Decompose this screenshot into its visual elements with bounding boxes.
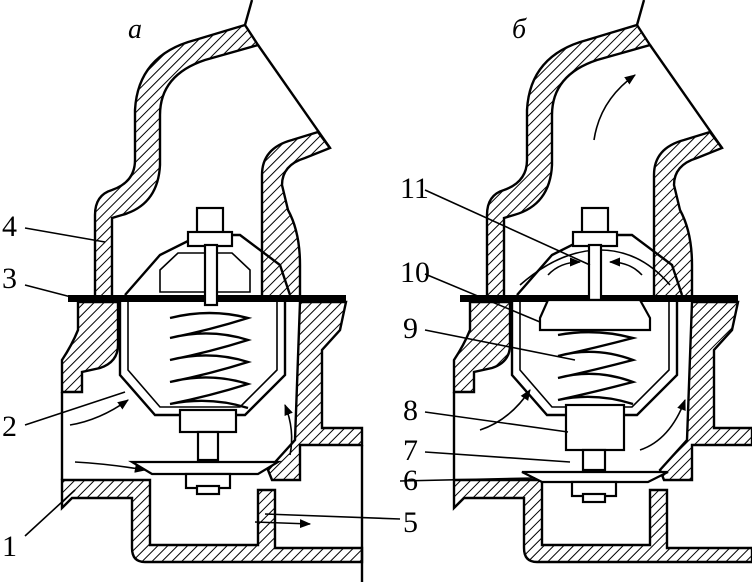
label-11: 11	[400, 172, 429, 205]
outlet-flange-left	[260, 130, 332, 302]
label-5: 5	[403, 506, 418, 539]
spring-left	[169, 311, 253, 410]
label-3: 3	[2, 262, 17, 295]
title-view-a: а	[128, 14, 142, 45]
flow-arrows-left	[69, 399, 312, 529]
bellows-left	[178, 408, 238, 434]
label-6: 6	[403, 464, 418, 497]
outlet-edge-right	[635, 0, 646, 26]
upper-housing-left	[93, 23, 260, 302]
label-10: 10	[400, 256, 430, 289]
spring-right	[557, 330, 638, 406]
outlet-flange-right	[652, 130, 724, 302]
view-b	[452, 0, 752, 564]
lower-housing-left	[60, 300, 120, 394]
label-4: 4	[2, 210, 17, 243]
bypass-valve-right	[521, 470, 669, 484]
label-8: 8	[403, 394, 418, 427]
label-9: 9	[403, 312, 418, 345]
flow-arrows-right	[479, 74, 686, 451]
lower-housing-right-right	[658, 300, 752, 482]
lower-housing-right-left	[266, 300, 364, 482]
outlet-edge2-right	[649, 44, 723, 149]
inlet-pipe-bottom-right	[452, 478, 752, 564]
outlet-edge-left	[243, 0, 254, 26]
main-valve-right	[538, 298, 652, 332]
cage-left	[118, 302, 287, 417]
label-2: 2	[2, 410, 17, 443]
valve-disc-left	[128, 460, 282, 476]
label-1: 1	[2, 530, 17, 563]
title-view-b: б	[512, 14, 527, 45]
inlet-pipe-bottom-left	[60, 478, 364, 564]
bellows-right	[564, 403, 626, 452]
label-7: 7	[403, 434, 418, 467]
lower-housing-right	[452, 300, 512, 394]
upper-housing-right	[485, 23, 652, 302]
view-a	[60, 0, 364, 582]
leader-lines	[24, 189, 591, 537]
outlet-edge2-left	[257, 44, 331, 149]
